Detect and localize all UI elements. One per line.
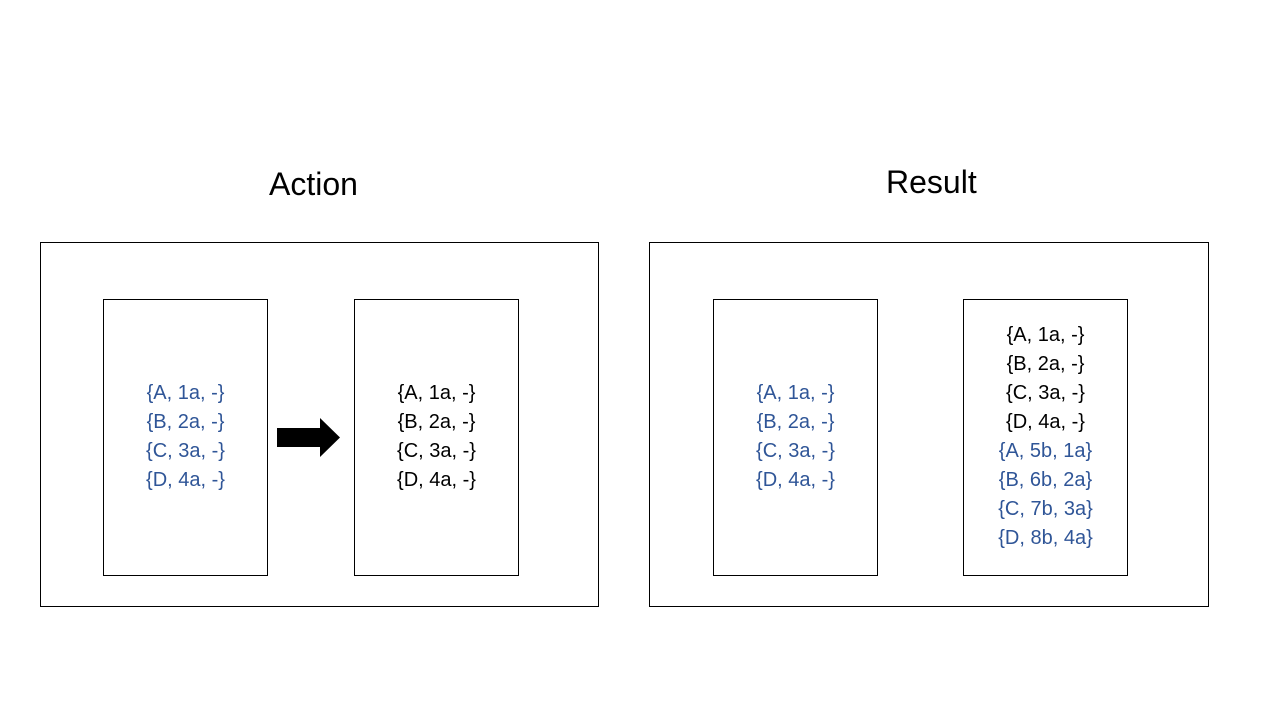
record: {A, 1a, -}	[397, 382, 476, 404]
record-list: {A, 1a, -} {B, 2a, -} {C, 3a, -} {D, 4a,…	[355, 379, 518, 495]
record: {B, 2a, -}	[756, 411, 835, 433]
record: {B, 2a, -}	[146, 411, 225, 433]
record: {A, 1a, -}	[756, 382, 835, 404]
record: {D, 4a, -}	[146, 469, 225, 491]
record: {D, 8b, 4a}	[998, 527, 1093, 549]
result-title: Result	[886, 164, 977, 200]
record: {C, 3a, -}	[1006, 382, 1085, 404]
record-list: {A, 1a, -} {B, 2a, -} {C, 3a, -} {D, 4a,…	[104, 379, 267, 495]
record: {B, 2a, -}	[1006, 353, 1085, 375]
action-source-table: {A, 1a, -} {B, 2a, -} {C, 3a, -} {D, 4a,…	[103, 299, 268, 576]
record: {A, 1a, -}	[146, 382, 225, 404]
record-list: {A, 1a, -} {B, 2a, -} {C, 3a, -} {D, 4a,…	[714, 379, 877, 495]
record: {B, 2a, -}	[397, 411, 476, 433]
record: {D, 4a, -}	[756, 469, 835, 491]
record: {B, 6b, 2a}	[998, 469, 1093, 491]
record: {D, 4a, -}	[1006, 411, 1085, 433]
record: {A, 5b, 1a}	[998, 440, 1093, 462]
record: {A, 1a, -}	[1006, 324, 1085, 346]
record: {C, 7b, 3a}	[998, 498, 1093, 520]
record: {C, 3a, -}	[146, 440, 225, 462]
right-arrow-icon	[277, 418, 340, 457]
result-source-table: {A, 1a, -} {B, 2a, -} {C, 3a, -} {D, 4a,…	[713, 299, 878, 576]
record: {D, 4a, -}	[397, 469, 476, 491]
result-target-table: {A, 1a, -} {B, 2a, -} {C, 3a, -} {D, 4a,…	[963, 299, 1128, 576]
record: {C, 3a, -}	[397, 440, 476, 462]
record-list: {A, 1a, -} {B, 2a, -} {C, 3a, -} {D, 4a,…	[964, 321, 1127, 553]
record: {C, 3a, -}	[756, 440, 835, 462]
action-title: Action	[269, 166, 358, 202]
action-target-table: {A, 1a, -} {B, 2a, -} {C, 3a, -} {D, 4a,…	[354, 299, 519, 576]
